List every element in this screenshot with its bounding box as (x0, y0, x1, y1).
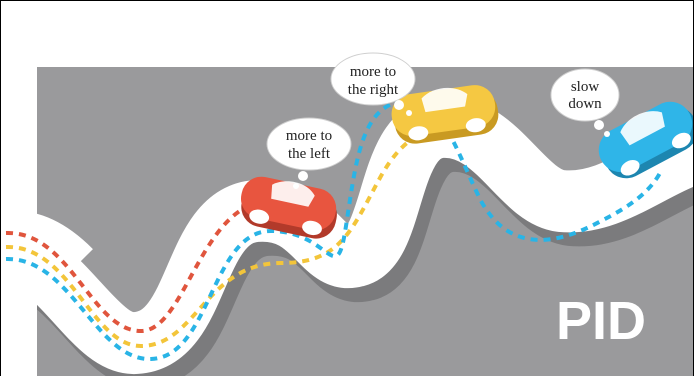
bubble-slow-line2: down (568, 96, 602, 112)
bubble-right-line2: the right (348, 82, 399, 98)
pid-label: PID (556, 291, 646, 351)
bubble-right-line1: more to (350, 64, 396, 80)
bubble-slow-line1: slow (571, 79, 600, 95)
bubble-left-line2: the left (288, 146, 331, 162)
bubble-left-line1: more to (286, 128, 332, 144)
